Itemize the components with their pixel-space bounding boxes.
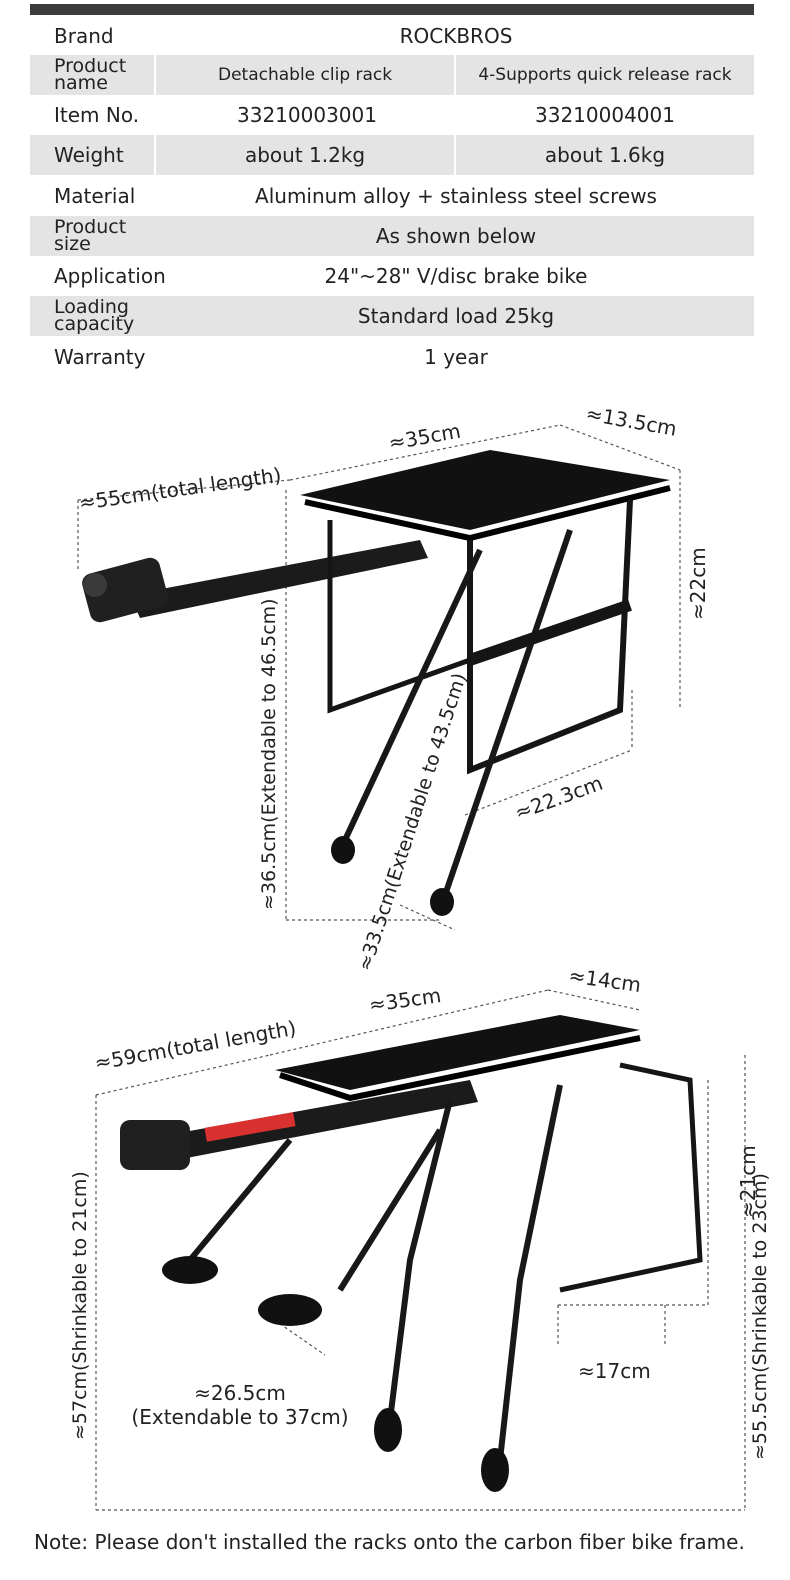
- rack1-length-label: ≈35cm: [387, 419, 463, 455]
- spec-row-product-size: Product size As shown below: [30, 216, 754, 256]
- spec-row-warranty: Warranty 1 year: [30, 338, 754, 376]
- rack2-right-height-label: ≈55.5cm(Shrinkable to 23cm): [749, 1173, 771, 1460]
- header-bar: [30, 4, 754, 15]
- rack1-bottom-width-label: ≈22.3cm: [512, 771, 606, 825]
- spec-label: Weight: [54, 143, 124, 167]
- footer-note: Note: Please don't installed the racks o…: [34, 1530, 745, 1554]
- spec-value-weight-2: about 1.6kg: [544, 143, 666, 167]
- rack1-rear-leg-label: ≈33.5cm(Extendable to 43.5cm): [354, 670, 471, 970]
- rack1-dimension-lines: [77, 424, 681, 931]
- spec-value: 24"~28" V/disc brake bike: [324, 264, 588, 288]
- spec-value-item-no-1: 33210003001: [237, 103, 377, 127]
- spec-value-quick-release-rack: 4-Supports quick release rack: [478, 65, 732, 85]
- spec-value-clip-rack: Detachable clip rack: [217, 65, 393, 85]
- spec-row-item-no: Item No. 33210003001 33210004001: [30, 96, 754, 134]
- rack2-total-length-label: ≈59cm(total length): [93, 1016, 298, 1075]
- column-divider: [154, 55, 157, 95]
- spec-row-loading-capacity: Loading capacity Standard load 25kg: [30, 296, 754, 336]
- spec-value: Standard load 25kg: [357, 304, 555, 328]
- rack2-arm-extend-label: (Extendable to 37cm): [131, 1405, 348, 1429]
- spec-value: As shown below: [375, 224, 537, 248]
- rack1-total-length-label: ≈55cm(total length): [77, 463, 282, 515]
- spec-row-application: Application 24"~28" V/disc brake bike: [30, 257, 754, 295]
- rack2-dimension-lines: [95, 989, 746, 1511]
- spec-label: Product size: [54, 216, 127, 255]
- rack1-illustration: [82, 450, 671, 916]
- rack2-arm-length-label: ≈26.5cm: [194, 1381, 286, 1405]
- spec-label: Brand: [54, 24, 114, 48]
- spec-label: Application: [54, 264, 166, 288]
- spec-row-weight: Weight about 1.2kg about 1.6kg: [30, 135, 754, 175]
- rack1-height-label: ≈22cm: [686, 547, 710, 620]
- column-divider: [154, 135, 157, 175]
- spec-value: 1 year: [424, 345, 488, 369]
- rack2-illustration: [120, 1015, 703, 1492]
- spec-label: Product name: [54, 55, 127, 94]
- rack2-length-label: ≈35cm: [367, 983, 442, 1017]
- spec-row-brand: Brand ROCKBROS: [30, 18, 754, 54]
- rack2-diagram: ≈59cm(total length) ≈35cm ≈14cm ≈21cm ≈1…: [69, 963, 771, 1511]
- column-divider: [454, 55, 456, 95]
- rack2-bottom-width-label: ≈17cm: [578, 1359, 651, 1383]
- spec-value-weight-1: about 1.2kg: [244, 143, 366, 167]
- rack1-width-label: ≈13.5cm: [584, 401, 679, 441]
- spec-row-material: Material Aluminum alloy + stainless stee…: [30, 177, 754, 215]
- spec-label: Material: [54, 184, 136, 208]
- spec-value-item-no-2: 33210004001: [535, 103, 675, 127]
- spec-label: Item No.: [54, 103, 140, 127]
- rack2-left-height-label: ≈57cm(Shrinkable to 21cm): [69, 1171, 91, 1440]
- spec-value: Aluminum alloy + stainless steel screws: [255, 184, 657, 208]
- spec-row-product-name: Product name Detachable clip rack 4-Supp…: [30, 55, 754, 95]
- spec-label: Loading capacity: [54, 296, 135, 335]
- spec-label: Warranty: [54, 345, 146, 369]
- rack2-height-label: ≈21cm: [736, 1145, 760, 1218]
- spec-value: ROCKBROS: [399, 24, 513, 48]
- rack1-front-leg-label: ≈36.5cm(Extendable to 46.5cm): [258, 598, 280, 910]
- rack1-diagram: ≈55cm(total length) ≈35cm ≈13.5cm ≈22cm …: [77, 401, 710, 970]
- column-divider: [454, 135, 456, 175]
- rack2-width-label: ≈14cm: [567, 963, 642, 997]
